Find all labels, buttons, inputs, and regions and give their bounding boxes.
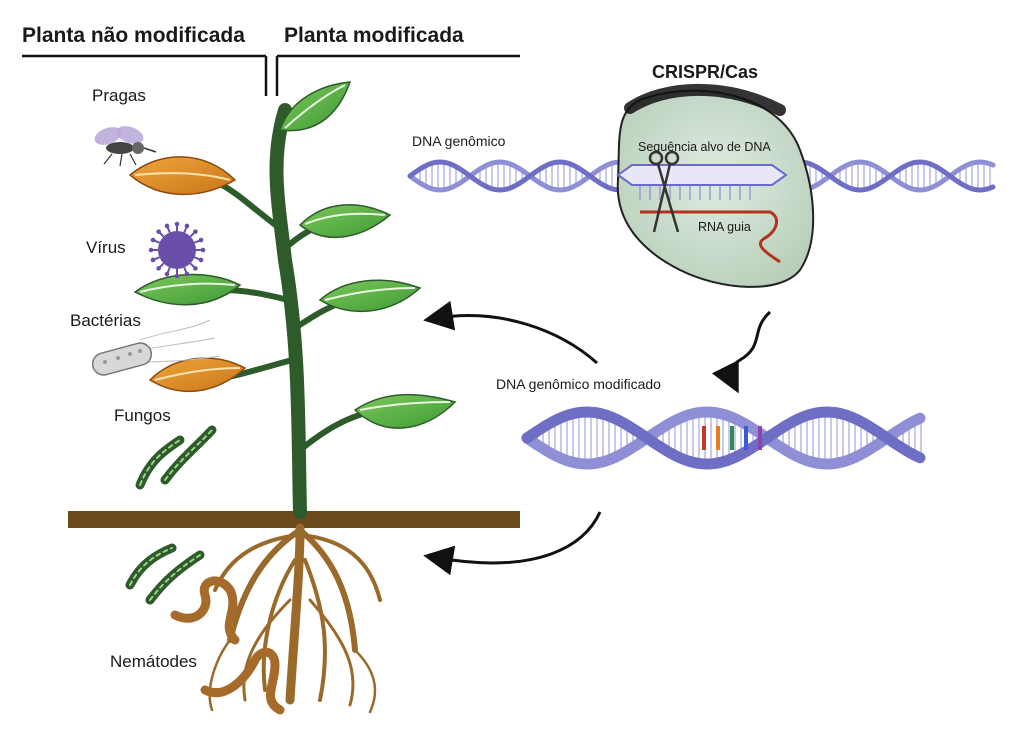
label-modified-plant: Planta modificada xyxy=(284,24,464,47)
label-nematodes: Nemátodes xyxy=(110,652,197,671)
arrow-modified-to-plant xyxy=(423,300,598,365)
label-genomic-dna: DNA genômico xyxy=(412,133,506,149)
scissors-icon xyxy=(648,150,680,233)
header-bracket xyxy=(22,54,520,96)
label-guide-rna: RNA guia xyxy=(698,220,751,234)
nematode-icon xyxy=(170,576,285,715)
genomic-dna-helix xyxy=(407,159,996,193)
label-pests: Pragas xyxy=(92,86,146,105)
label-unmodified-plant: Planta não modificada xyxy=(22,24,245,47)
fungi-icon xyxy=(135,425,217,490)
soil-line xyxy=(68,511,520,528)
label-modified-dna: DNA genômico modificado xyxy=(496,376,661,392)
arrow-cas-to-modified xyxy=(711,310,772,394)
plant-leaves xyxy=(128,81,457,429)
soil-fungi-icon xyxy=(125,543,205,605)
arrow-helix-to-roots xyxy=(423,511,602,576)
pest-fly-icon xyxy=(94,126,157,167)
virus-icon xyxy=(148,221,206,279)
cas-complex xyxy=(616,83,815,288)
label-bacteria: Bactérias xyxy=(70,311,141,330)
label-crispr-cas: CRISPR/Cas xyxy=(652,62,759,82)
label-virus: Vírus xyxy=(86,238,126,257)
modified-dna-helix xyxy=(521,406,926,470)
plant-roots xyxy=(208,523,382,714)
label-target-sequence: Sequência alvo de DNA xyxy=(638,140,771,154)
bacteria-icon xyxy=(91,319,221,376)
label-fungi: Fungos xyxy=(114,406,171,425)
arrows xyxy=(423,300,772,576)
